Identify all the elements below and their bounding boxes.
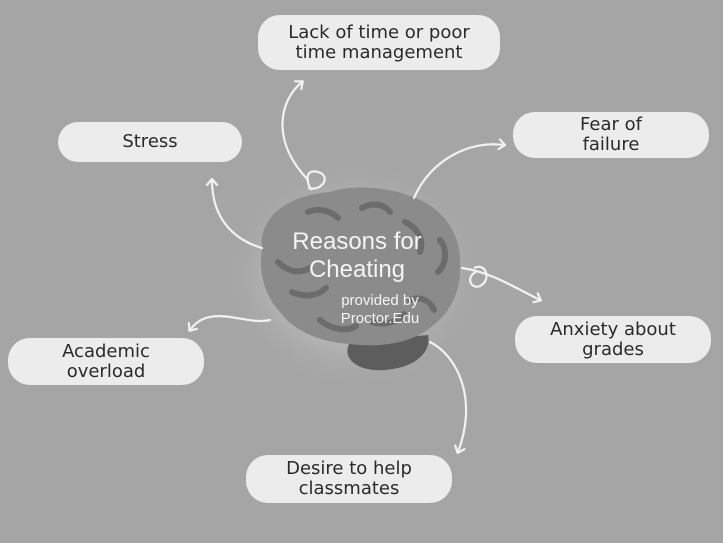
reason-lack-of-time-line-2: time management [295, 41, 463, 63]
reason-academic-overload: Academic overload [8, 338, 204, 385]
reason-lack-of-time-line-1: Lack of time or poor [288, 21, 470, 43]
reason-anxiety: Anxiety about grades [515, 316, 711, 363]
connector-fear-of-failure [412, 144, 504, 200]
connector-lack-of-time [281, 82, 310, 182]
connector-stress [212, 180, 264, 250]
reason-fear-of-failure: Fear of failure [513, 112, 709, 158]
reason-fear-of-failure-line-1: Fear of [580, 114, 642, 135]
reason-lack-of-time: Lack of time or poor time management [258, 15, 500, 70]
reason-academic-overload-line-2: overload [66, 360, 146, 382]
reason-stress: Stress [58, 122, 242, 162]
center-title-line-2: Cheating [308, 256, 406, 283]
reason-academic-overload-line-1: Academic [62, 340, 150, 362]
center-subtitle-line-1: provided by [341, 292, 419, 309]
brain-icon [260, 187, 461, 371]
reason-help-classmates-line-2: classmates [298, 478, 400, 499]
center-subtitle-line-2: Proctor.Edu [340, 310, 420, 327]
connector-academic-overload [190, 315, 272, 330]
connector-loop [306, 170, 326, 191]
connector-anxiety [460, 266, 540, 300]
reason-help-classmates: Desire to help classmates [246, 455, 452, 503]
reason-fear-of-failure-line-2: failure [582, 134, 640, 155]
connector-help-classmates [428, 340, 468, 452]
center-subtitle: provided by Proctor.Edu [310, 292, 450, 328]
connector-loop-right [469, 265, 488, 288]
reason-stress-line-1: Stress [122, 131, 178, 152]
center-title-line-1: Reasons for [292, 228, 422, 255]
reason-help-classmates-line-1: Desire to help [286, 458, 412, 479]
center-title: Reasons for Cheating [262, 228, 452, 284]
reason-anxiety-line-2: grades [582, 338, 644, 360]
reason-anxiety-line-1: Anxiety about [550, 318, 676, 340]
